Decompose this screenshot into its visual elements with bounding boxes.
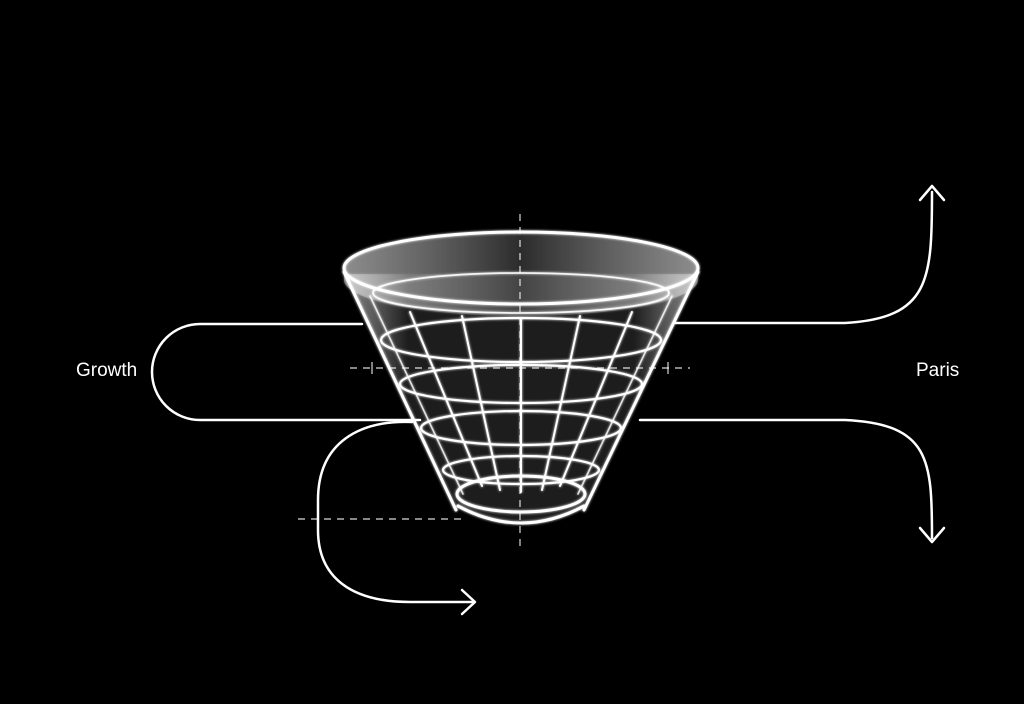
lower-left-flow-line [316, 420, 474, 604]
funnel-meridian-5 [559, 311, 633, 487]
arrow-up-icon [918, 184, 946, 202]
arrow-right-icon [460, 588, 477, 616]
funnel-side-left [342, 270, 458, 512]
right-lower-flow-line [638, 418, 934, 540]
funnel-meridian-4 [541, 315, 581, 491]
funnel-rim-band [344, 232, 698, 316]
funnel-inner-wall-right [577, 295, 673, 495]
label-growth: Growth [76, 360, 138, 381]
right-upper-flow-line [673, 190, 934, 325]
funnel-meridian-2 [461, 315, 501, 491]
funnel-rim-outer [342, 230, 700, 306]
funnel-side-right [582, 270, 700, 512]
funnel-icon [342, 230, 700, 525]
label-paris: Paris [916, 360, 960, 381]
funnel-meridian-1 [409, 311, 483, 487]
funnel-bottom-lip [456, 504, 586, 525]
funnel-inner-wall-left [369, 295, 464, 495]
left-loop-flow-line [150, 322, 422, 422]
funnel-rim-inner [372, 272, 670, 314]
arrow-down-icon [918, 526, 946, 544]
